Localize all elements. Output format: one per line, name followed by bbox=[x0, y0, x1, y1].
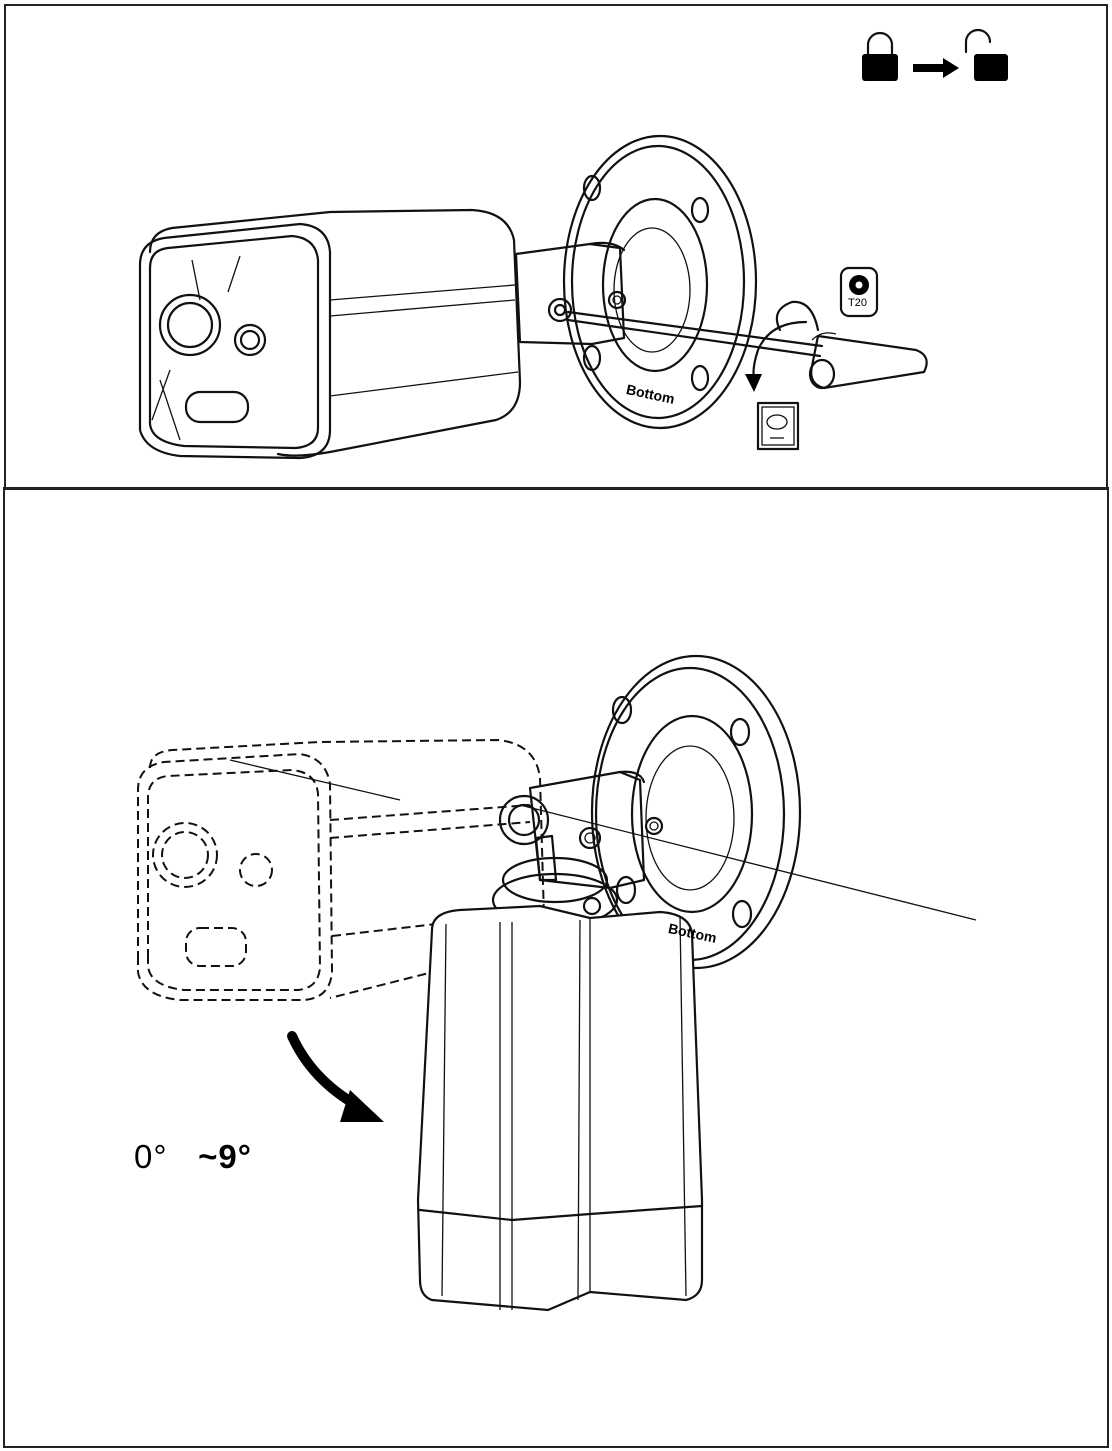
tilt-angle-label: 0° ~9° bbox=[134, 1138, 252, 1176]
screwdriver-icon bbox=[566, 300, 928, 390]
tilt-angle-start: 0° bbox=[134, 1138, 168, 1175]
camera-body-top bbox=[138, 208, 522, 460]
rotate-counterclockwise-icon bbox=[745, 320, 808, 392]
tilt-adjust-panel bbox=[3, 487, 1109, 1448]
arrow-right-icon bbox=[913, 58, 959, 78]
lock-open-icon bbox=[964, 28, 1008, 81]
camera-tilted-solid bbox=[416, 904, 704, 1312]
mount-base-top bbox=[562, 134, 758, 430]
tool-box-icon bbox=[756, 401, 800, 451]
alignment-line-2 bbox=[229, 759, 401, 801]
tilt-arrow-icon bbox=[287, 1031, 384, 1122]
bracket-arm-top bbox=[514, 241, 627, 346]
torx-bit-icon bbox=[839, 266, 879, 318]
alignment-line bbox=[519, 804, 977, 921]
lock-closed-icon bbox=[862, 31, 898, 81]
tool-bit-label: T20 bbox=[848, 297, 867, 309]
tilt-angle-end: ~9° bbox=[198, 1138, 252, 1175]
